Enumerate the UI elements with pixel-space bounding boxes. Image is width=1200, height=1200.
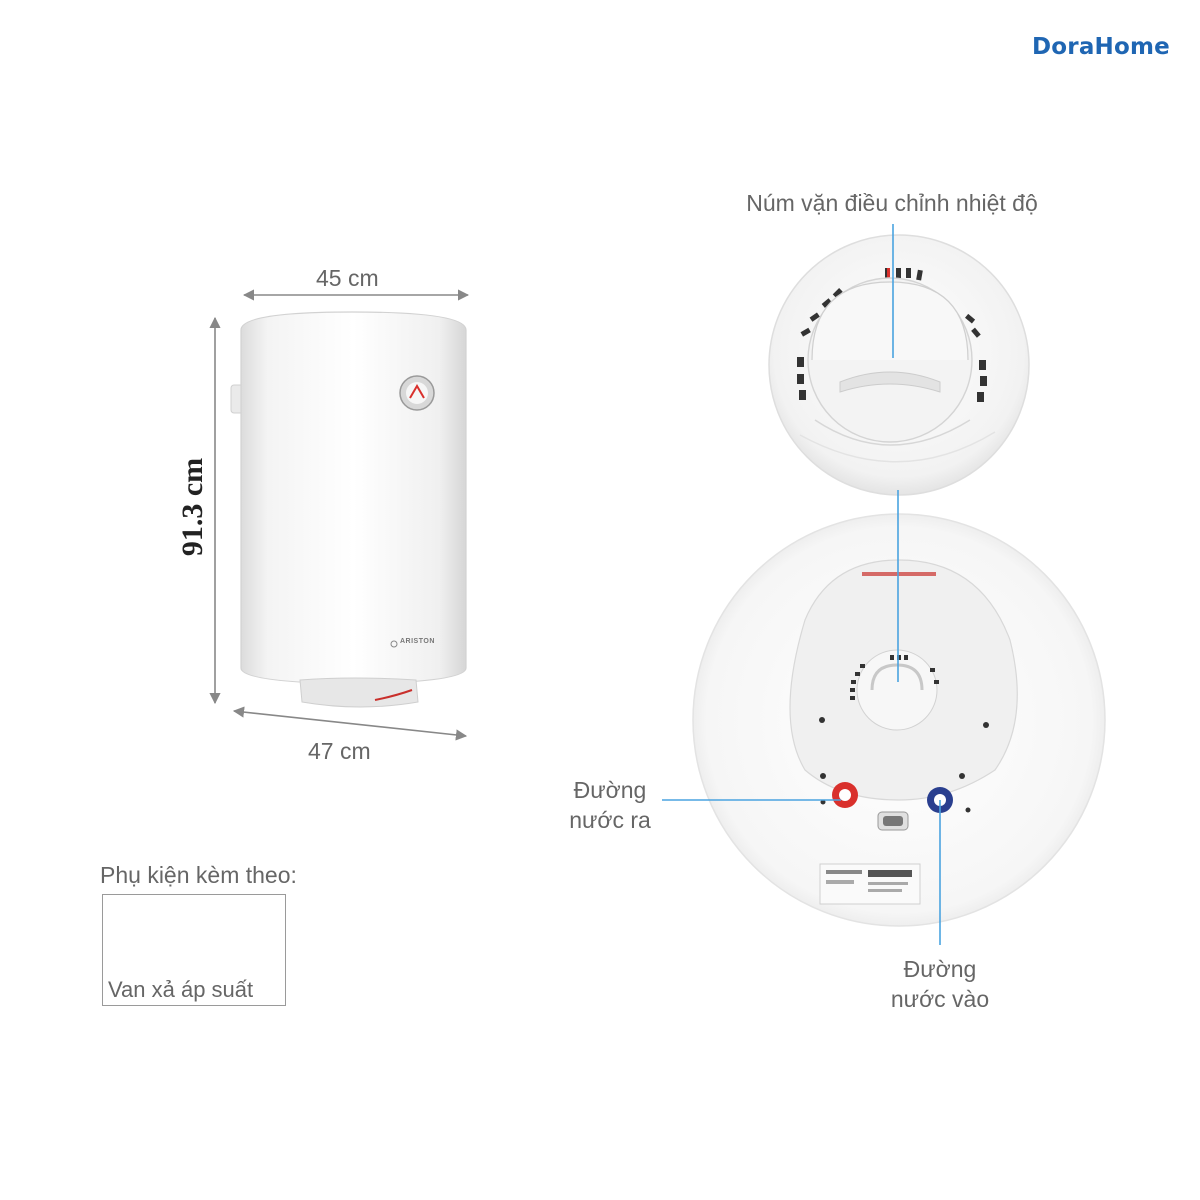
dorahome-logo: DoraHome [1032, 34, 1170, 60]
accessory-item-label: Van xả áp suất [108, 977, 254, 1002]
water-outlet-line1: Đường [573, 777, 647, 803]
height-label: 91.3 cm [176, 457, 209, 557]
water-inlet-callout: Đường nước vào [880, 954, 1000, 1014]
accessories-title: Phụ kiện kèm theo: [100, 862, 297, 888]
water-heater-tank [230, 311, 467, 708]
thermostat-knob-closeup [768, 234, 1030, 496]
ariston-brand-mark: ARISTON [400, 638, 435, 645]
thermostat-knob-callout: Núm vặn điều chỉnh nhiệt độ [746, 190, 1038, 216]
water-outlet-callout: Đường nước ra [558, 775, 662, 835]
water-inlet-line2: nước vào [890, 986, 990, 1012]
tank-bottom-view [692, 513, 1106, 927]
water-inlet-line1: Đường [903, 956, 977, 982]
water-outlet-line2: nước ra [569, 807, 651, 833]
depth-dimension-line [232, 706, 468, 741]
depth-label: 47 cm [308, 738, 371, 764]
accessory-box [102, 894, 286, 1006]
width-label: 45 cm [316, 265, 379, 291]
